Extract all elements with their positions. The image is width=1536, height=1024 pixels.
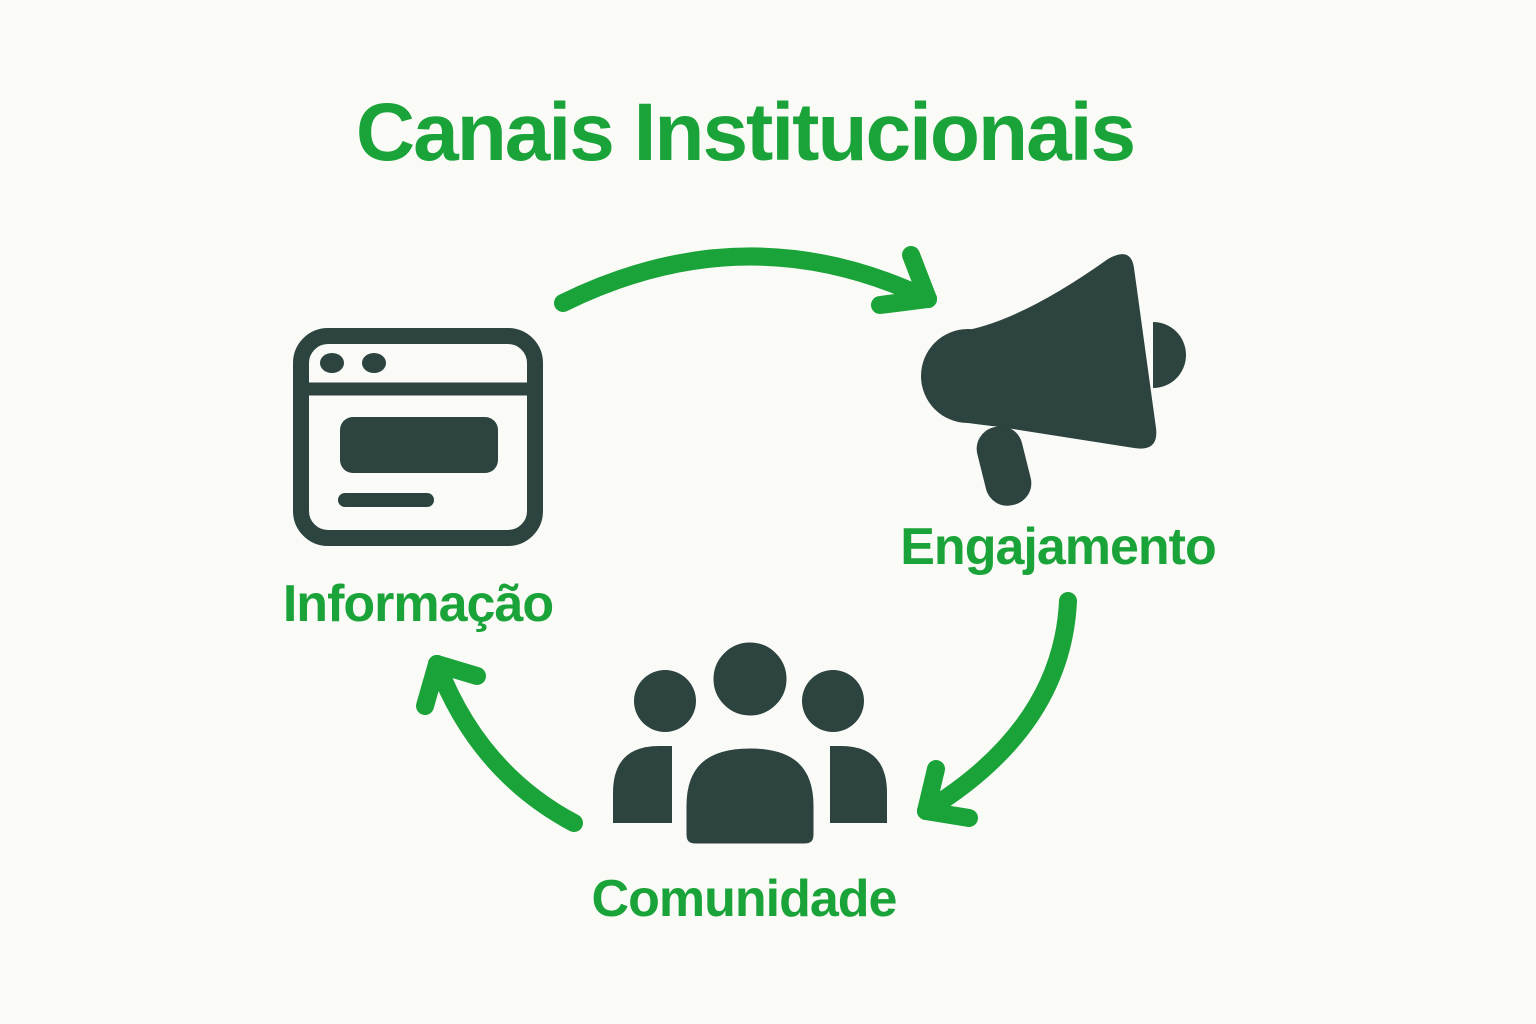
node-label-engajamento: Engajamento bbox=[900, 518, 1216, 576]
people-group-icon bbox=[613, 629, 887, 857]
node-label-informacao: Informação bbox=[282, 575, 554, 633]
arrow-engajamento-to-comunidade bbox=[917, 592, 1077, 827]
browser-window-icon bbox=[293, 328, 543, 546]
megaphone-icon bbox=[921, 254, 1186, 506]
arrow-comunidade-to-informacao bbox=[416, 655, 583, 832]
arrow-informacao-to-engajamento bbox=[554, 246, 937, 314]
node-label-comunidade: Comunidade bbox=[591, 870, 898, 928]
diagram-title: Canais Institucionais bbox=[355, 87, 1136, 178]
